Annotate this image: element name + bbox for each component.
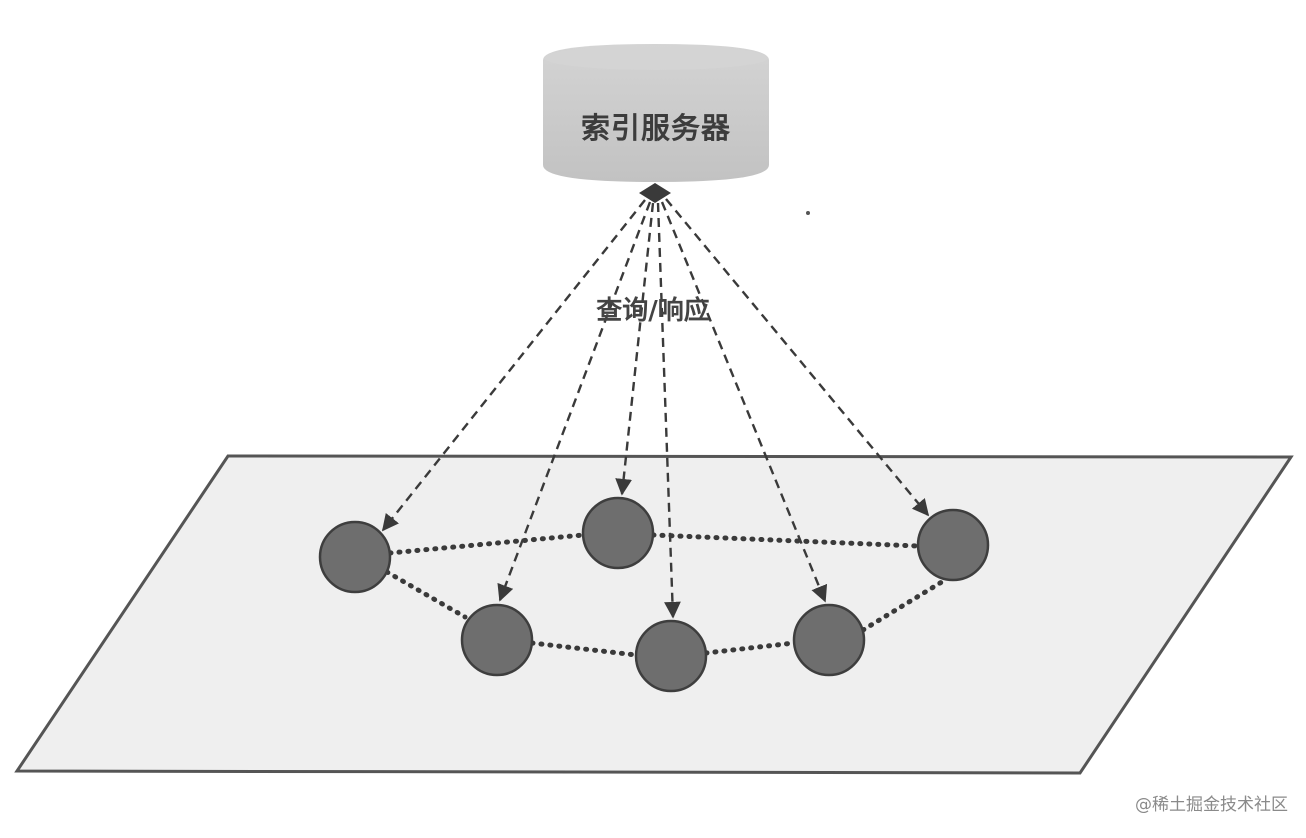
peer-node-n1[interactable] [318, 520, 392, 594]
query-edge-n4 [497, 201, 652, 602]
peer-link-n5-n6 [703, 640, 797, 656]
server-connector-diamond-icon [639, 183, 671, 203]
watermark: @稀土掘金技术社区 [1135, 795, 1288, 815]
query-edge-n6 [660, 201, 828, 603]
peer-links [384, 532, 948, 658]
peer-node-n3[interactable] [916, 508, 990, 582]
index-server-label: 索引服务器 [580, 111, 731, 145]
peer-node-n4[interactable] [460, 603, 534, 677]
peer-node-n5[interactable] [634, 619, 708, 693]
peer-link-n1-n4 [384, 569, 468, 620]
query-edge-n5 [656, 202, 681, 619]
peer-link-n6-n3 [860, 577, 948, 633]
peer-link-n2-n3 [650, 532, 921, 549]
peer-link-n1-n2 [387, 532, 586, 556]
p2p-network-plane [14, 454, 1294, 775]
peer-node-n6[interactable] [792, 603, 866, 677]
index-server-cylinder[interactable] [543, 44, 769, 182]
peer-node-n2[interactable] [581, 496, 655, 570]
peer-nodes [318, 496, 990, 693]
query-edge-n1 [381, 199, 646, 532]
query-response-edges [381, 198, 930, 619]
query-edge-n2 [615, 202, 655, 496]
query-response-label: 查询/响应 [596, 296, 710, 326]
peer-link-n4-n5 [529, 640, 639, 658]
query-edge-n3 [665, 198, 930, 517]
speck-dot [806, 211, 810, 215]
